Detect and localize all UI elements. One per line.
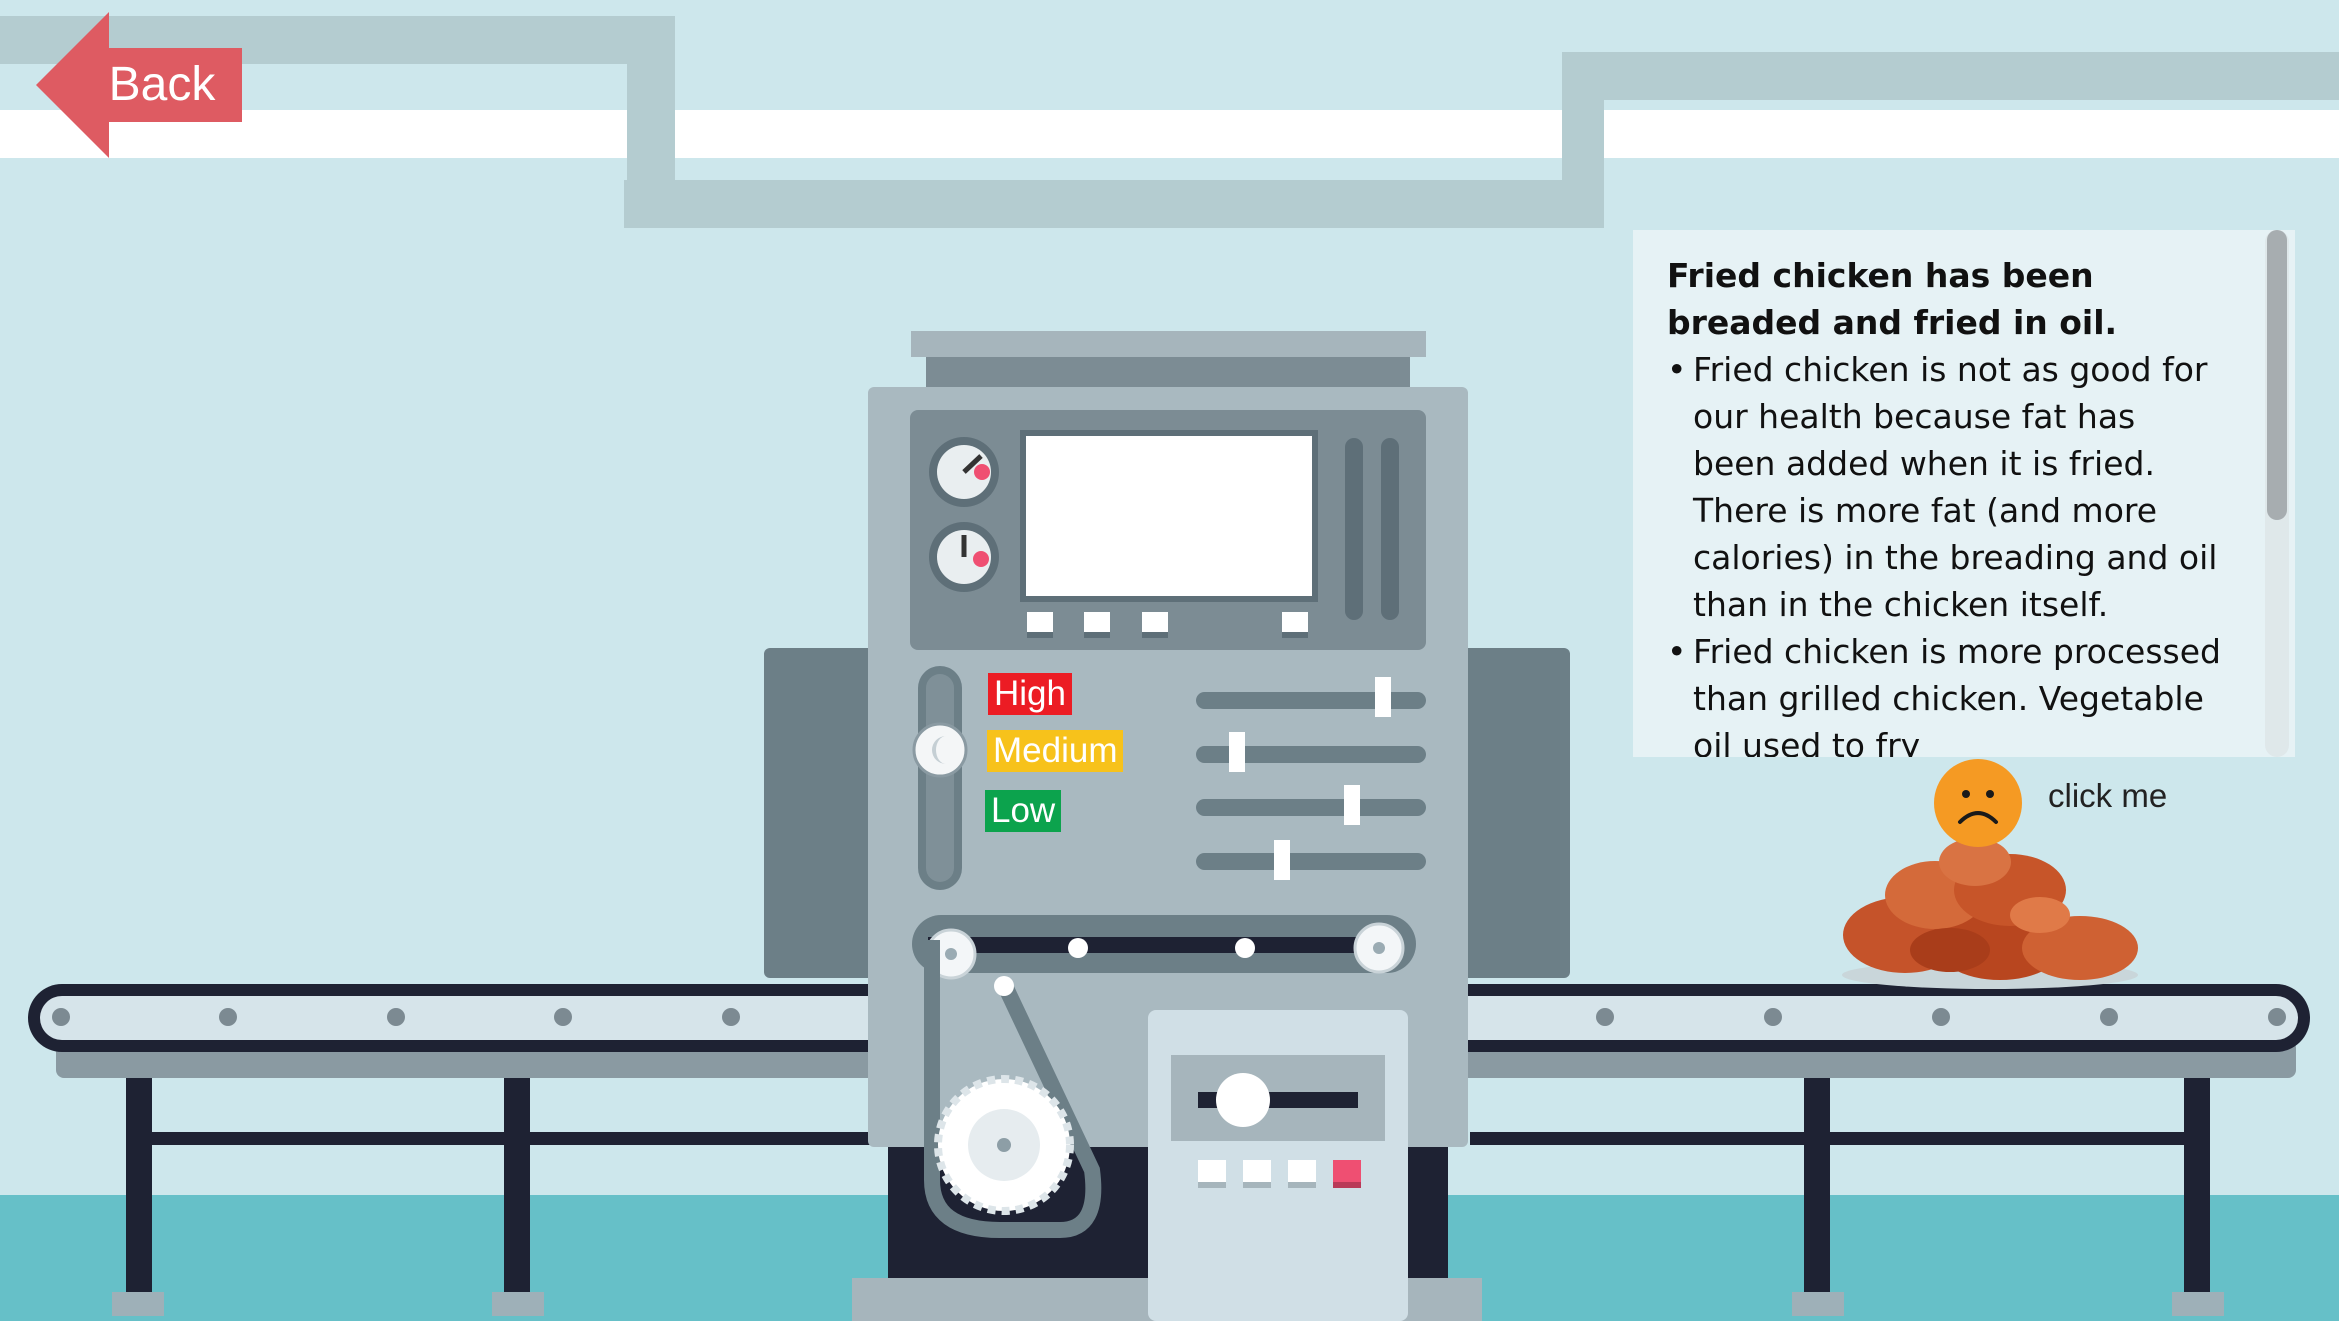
click-me-label[interactable]: click me	[2048, 777, 2168, 814]
info-title: Fried chicken has been breaded and fried…	[1667, 256, 2118, 342]
sad-face-icon[interactable]	[1933, 758, 2023, 848]
info-bullet: Fried chicken is not as good for our hea…	[1667, 346, 2227, 628]
level-medium-button[interactable]: Medium	[987, 730, 1124, 772]
info-panel[interactable]: Fried chicken has been breaded and fried…	[1633, 230, 2295, 757]
scrollbar-thumb[interactable]	[2267, 230, 2287, 520]
level-slider-knob[interactable]	[912, 722, 968, 778]
level-low-button[interactable]: Low	[985, 790, 1062, 832]
level-high-button[interactable]: High	[988, 673, 1072, 715]
info-text: Fried chicken has been breaded and fried…	[1667, 252, 2227, 757]
back-button[interactable]: Back	[36, 12, 242, 158]
pipe	[0, 16, 2339, 228]
back-arrow-icon	[36, 12, 242, 158]
back-button-label: Back	[108, 58, 216, 111]
gauge-icon	[929, 437, 999, 592]
info-bullet-list: Fried chicken is not as good for our hea…	[1667, 346, 2227, 757]
fried-chicken-image	[1842, 838, 2138, 989]
gear-icon	[912, 915, 1416, 1238]
info-bullet: Fried chicken is more processed than gri…	[1667, 628, 2227, 757]
